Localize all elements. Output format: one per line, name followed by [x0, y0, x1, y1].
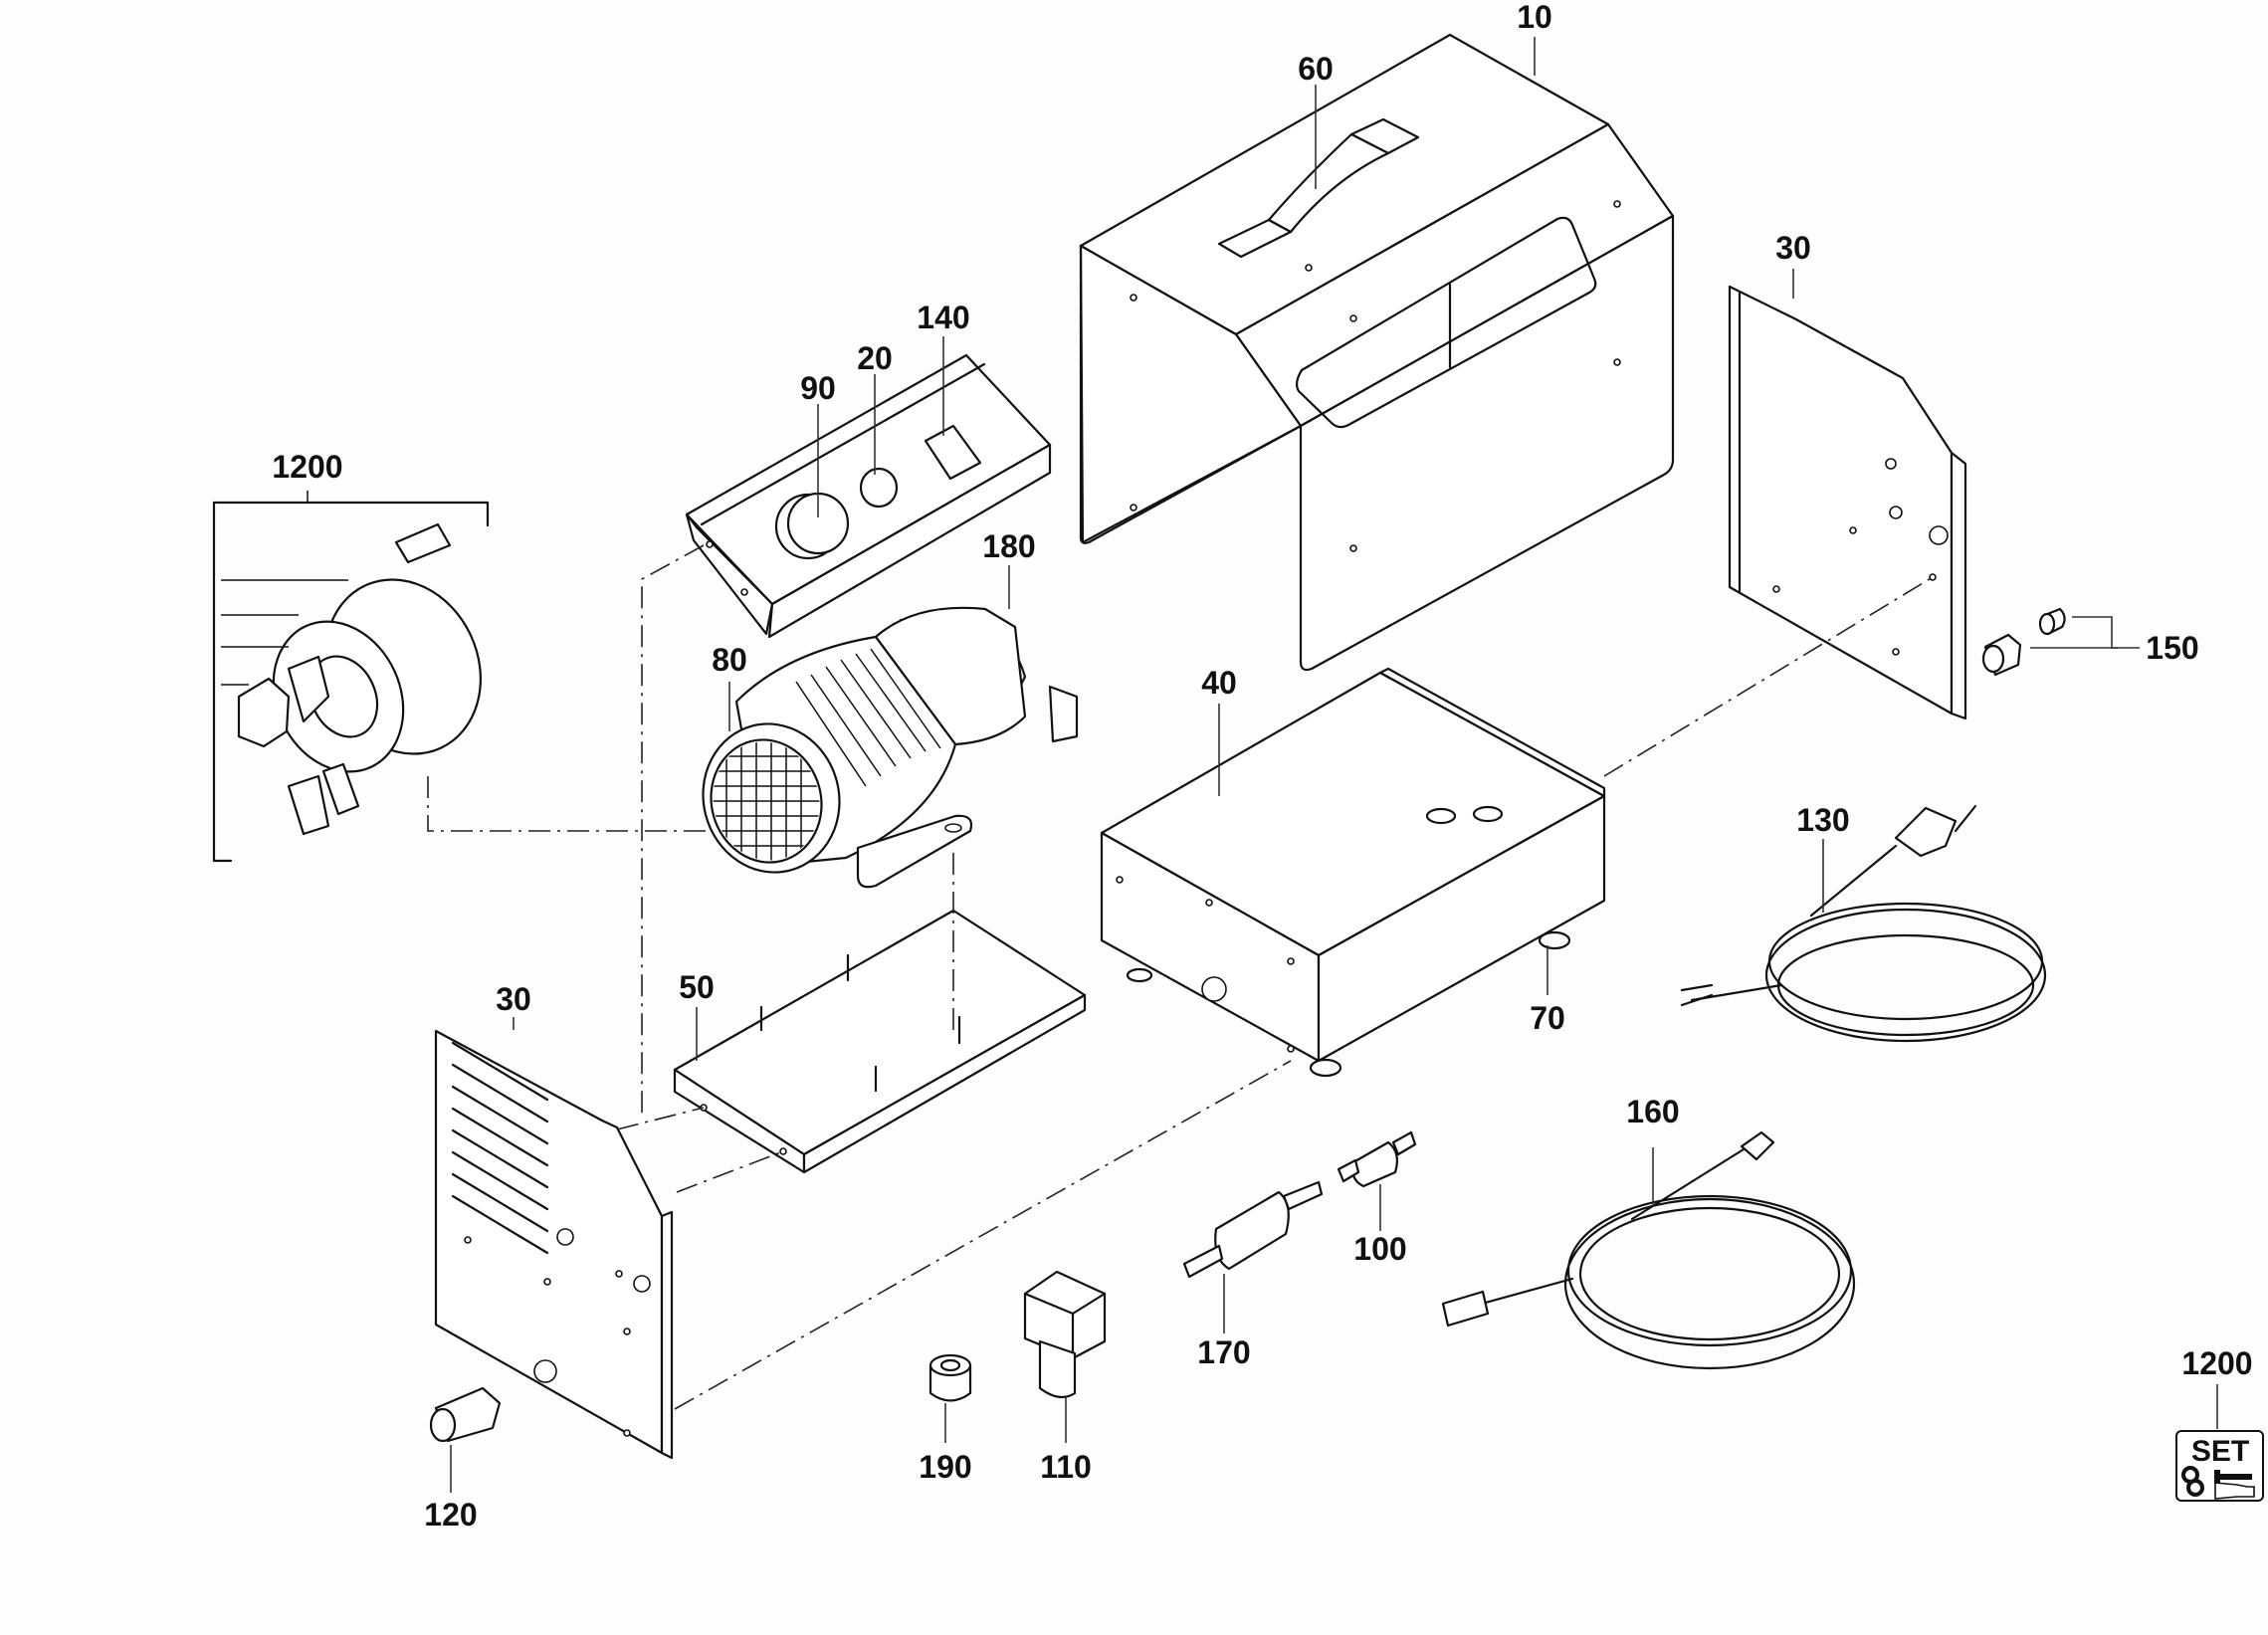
sleeve-icon [2214, 1482, 2255, 1500]
part-30-side-panel-left[interactable] [434, 1029, 674, 1460]
leader-lines [450, 37, 2218, 1493]
part-50-mounting-plate[interactable] [673, 909, 1087, 1174]
part-130-power-cord[interactable] [1680, 804, 2047, 1043]
assembly-lines [427, 544, 1934, 1410]
part-190-spacer-sleeve[interactable] [928, 1353, 972, 1402]
part-90-switch-knob[interactable] [774, 492, 850, 560]
label-140[interactable]: 140 [917, 300, 969, 335]
label-150[interactable]: 150 [2146, 630, 2198, 666]
label-30-right[interactable]: 30 [1775, 230, 1811, 266]
set-badge[interactable]: SET [2175, 1430, 2264, 1502]
part-60-handle[interactable] [1217, 117, 1420, 259]
label-80[interactable]: 80 [712, 642, 747, 678]
label-50[interactable]: 50 [679, 969, 715, 1005]
label-170[interactable]: 170 [1197, 1334, 1250, 1370]
label-60[interactable]: 60 [1298, 51, 1334, 87]
part-160-hose[interactable] [1441, 1130, 1856, 1370]
part-20-indicator-lamp[interactable] [859, 467, 899, 509]
label-30-left[interactable]: 30 [496, 981, 531, 1017]
label-10[interactable]: 10 [1517, 0, 1552, 35]
part-labels: 10 60 30 140 20 90 1200 180 80 40 150 13… [272, 0, 2252, 1533]
label-110[interactable]: 110 [1040, 1449, 1092, 1485]
part-170-filter[interactable] [1182, 1180, 1324, 1279]
label-70[interactable]: 70 [1530, 1000, 1565, 1036]
part-30-side-panel-right[interactable] [1728, 285, 1967, 720]
washer-icon [2181, 1466, 2204, 1497]
label-100[interactable]: 100 [1353, 1231, 1406, 1267]
part-180-motor[interactable] [734, 606, 1079, 889]
part-110-square-fitting[interactable] [1023, 1270, 1107, 1399]
part-100-inline-connector[interactable] [1337, 1130, 1417, 1188]
part-1200-pump-head-kit[interactable] [212, 491, 509, 863]
label-120[interactable]: 120 [424, 1497, 477, 1533]
part-40-base-box[interactable] [1100, 667, 1606, 1063]
part-10-housing-cover[interactable] [1079, 33, 1675, 672]
part-70-foot[interactable] [1126, 930, 1571, 1078]
label-130[interactable]: 130 [1796, 802, 1849, 838]
label-1200-set[interactable]: 1200 [2181, 1345, 2252, 1381]
set-badge-text: SET [2191, 1435, 2249, 1468]
part-150-nozzle-fitting[interactable] [1981, 607, 2140, 677]
label-90[interactable]: 90 [800, 370, 836, 406]
label-180[interactable]: 180 [982, 528, 1035, 564]
label-1200-kit[interactable]: 1200 [272, 449, 342, 485]
label-160[interactable]: 160 [1626, 1094, 1679, 1129]
part-120-hose-coupling[interactable] [429, 1386, 502, 1443]
label-40[interactable]: 40 [1201, 665, 1237, 701]
screw-icon [2214, 1470, 2252, 1484]
label-190[interactable]: 190 [919, 1449, 971, 1485]
part-80-fan-cover[interactable] [687, 709, 856, 888]
label-20[interactable]: 20 [857, 340, 893, 376]
